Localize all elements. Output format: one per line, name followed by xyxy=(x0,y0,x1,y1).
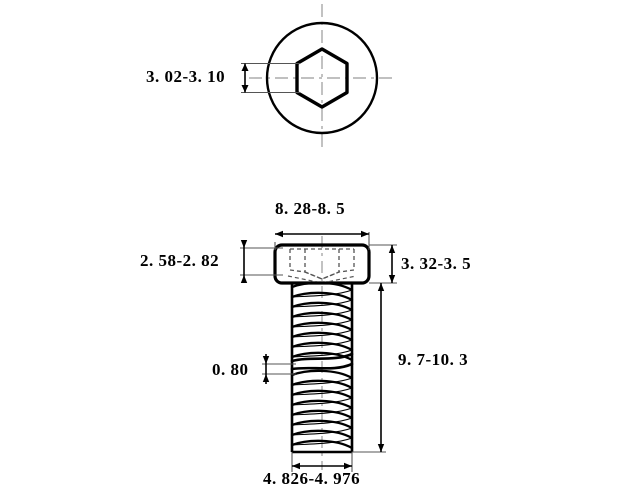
head-outer-circle xyxy=(265,21,379,135)
socket-depth-arrow-lower xyxy=(240,275,248,283)
thread-length-dimension xyxy=(352,283,386,453)
thread-pitch-dimension xyxy=(262,354,296,384)
head-height-label: 3. 32-3. 5 xyxy=(401,254,472,273)
thread-runout-band xyxy=(290,352,354,371)
head-dia-arrow-right xyxy=(361,230,369,238)
head-diameter-label: 8. 28-8. 5 xyxy=(275,199,346,218)
thread-helix-upper xyxy=(290,281,354,362)
thread-diameter-label: 4. 826-4. 976 xyxy=(263,469,361,488)
head-height-arrow-bottom xyxy=(388,275,396,283)
thread-dia-arrow-right xyxy=(344,462,352,470)
thread-dia-arrow-left xyxy=(292,462,300,470)
head-dia-arrow-left xyxy=(275,230,283,238)
socket-depth-label: 2. 58-2. 82 xyxy=(140,251,220,270)
thread-pitch-label: 0. 80 xyxy=(212,360,249,379)
thread-pitch-arrow-lower xyxy=(262,374,270,382)
socket-depth-arrow-upper xyxy=(240,240,248,248)
head-height-dimension xyxy=(369,244,397,284)
head-height-arrow-top xyxy=(388,245,396,253)
socket-dim-arrow-bottom xyxy=(241,85,249,93)
thread-length-arrow-top xyxy=(377,283,385,291)
socket-depth-dimension xyxy=(240,240,283,283)
socket-across-flats-label: 3. 02-3. 10 xyxy=(146,67,226,86)
thread-diameter-dimension xyxy=(291,452,353,472)
head-socket-bottom-line xyxy=(287,275,357,284)
thread-helix-lower xyxy=(290,369,354,450)
head-socket-hidden-lines xyxy=(289,248,355,280)
socket-dim-arrow-top xyxy=(241,63,249,71)
head-diameter-dimension xyxy=(274,230,370,250)
thread-length-label: 9. 7-10. 3 xyxy=(398,350,469,369)
thread-length-arrow-bottom xyxy=(377,444,385,452)
top-view-group xyxy=(241,4,394,152)
thread-helix-lower-back xyxy=(291,377,353,446)
thread-pitch-arrow-upper xyxy=(262,356,270,364)
thread-helix-upper-back xyxy=(291,289,353,358)
side-view-group xyxy=(273,236,371,470)
